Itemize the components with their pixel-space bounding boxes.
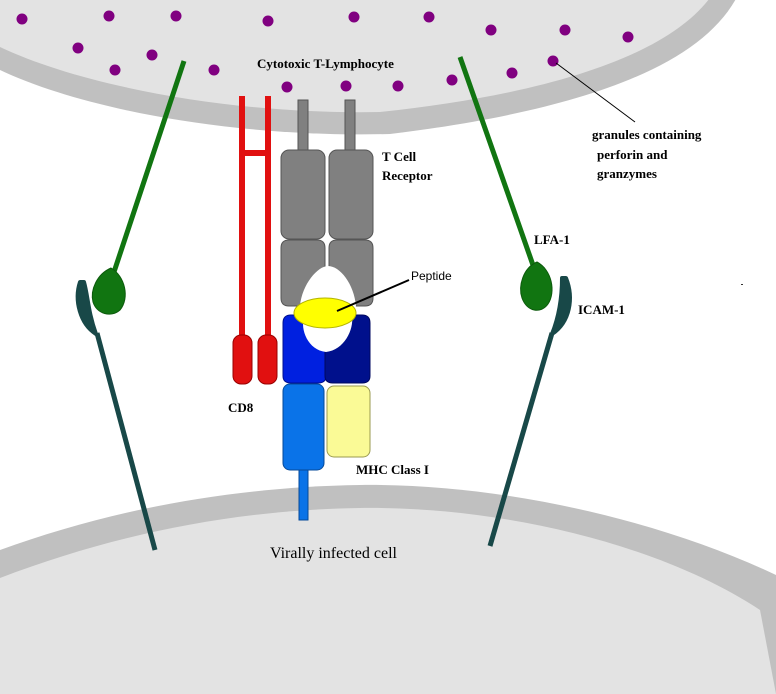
granules bbox=[16, 10, 634, 93]
peptide-label: Peptide bbox=[411, 269, 452, 283]
granule bbox=[109, 64, 121, 76]
infected-cell-cytoplasm bbox=[0, 507, 776, 694]
tcr-label-line2: Receptor bbox=[382, 168, 433, 183]
granule bbox=[170, 10, 182, 22]
cd8-domain-left bbox=[232, 334, 253, 385]
granule bbox=[423, 11, 435, 23]
granule bbox=[262, 15, 274, 27]
lfa1-right-stalk bbox=[457, 56, 537, 269]
granule bbox=[622, 31, 634, 43]
t-lymphocyte-cell bbox=[0, 0, 736, 135]
granule bbox=[446, 74, 458, 86]
icam1-left-cup bbox=[75, 280, 98, 336]
tcr-variable-right bbox=[328, 239, 374, 307]
cd8 bbox=[232, 96, 278, 385]
mhc-class-i-label: MHC Class I bbox=[356, 462, 429, 477]
icam1-left bbox=[75, 280, 158, 551]
granule bbox=[348, 11, 360, 23]
granule bbox=[392, 80, 404, 92]
granule bbox=[146, 49, 158, 61]
mhc-transmembrane-tail bbox=[298, 467, 309, 521]
lfa1-left-stalk bbox=[111, 60, 187, 273]
cd8-label: CD8 bbox=[228, 400, 254, 415]
tcr-label-line1: T Cell bbox=[382, 149, 417, 164]
tcr-anchor-right bbox=[344, 99, 356, 156]
tcr-constant-left bbox=[280, 149, 326, 240]
granules-label-line1: granules containing bbox=[592, 127, 702, 142]
granule bbox=[559, 24, 571, 36]
icam1-right-cup bbox=[550, 276, 572, 336]
granule bbox=[281, 81, 293, 93]
mhc-alpha3-domain bbox=[282, 383, 325, 471]
cd8-domain-right bbox=[257, 334, 278, 385]
peptide bbox=[293, 297, 357, 329]
granules-label-line2: perforin and bbox=[597, 147, 668, 162]
t-lymphocyte-label: Cytotoxic T-Lymphocyte bbox=[257, 56, 394, 71]
icam1-right-stalk bbox=[487, 332, 555, 547]
granule bbox=[547, 55, 559, 67]
stray-dot bbox=[741, 284, 743, 285]
granule bbox=[340, 80, 352, 92]
granule bbox=[72, 42, 84, 54]
icam1-label: ICAM-1 bbox=[578, 302, 625, 317]
t-cell-receptor bbox=[280, 99, 374, 307]
tcr-anchor-left bbox=[297, 99, 309, 156]
granule bbox=[208, 64, 220, 76]
granules-label-line3: granzymes bbox=[597, 166, 657, 181]
icam1-right bbox=[487, 276, 572, 547]
granule bbox=[16, 13, 28, 25]
icam1-left-stalk bbox=[94, 332, 158, 551]
infected-cell-label: Virally infected cell bbox=[270, 545, 397, 562]
lfa1-label: LFA-1 bbox=[534, 232, 570, 247]
lfa1-right bbox=[457, 56, 553, 311]
granule bbox=[506, 67, 518, 79]
granule bbox=[103, 10, 115, 22]
peptide-pointer-line bbox=[336, 279, 410, 312]
lfa1-left-head bbox=[91, 267, 126, 315]
granules-pointer-line bbox=[555, 62, 636, 123]
beta2-microglobulin bbox=[326, 385, 371, 458]
infected-cell bbox=[0, 484, 776, 694]
lfa1-left bbox=[91, 60, 187, 315]
granule bbox=[485, 24, 497, 36]
lfa1-right-head bbox=[520, 261, 553, 311]
tcr-constant-right bbox=[328, 149, 374, 240]
